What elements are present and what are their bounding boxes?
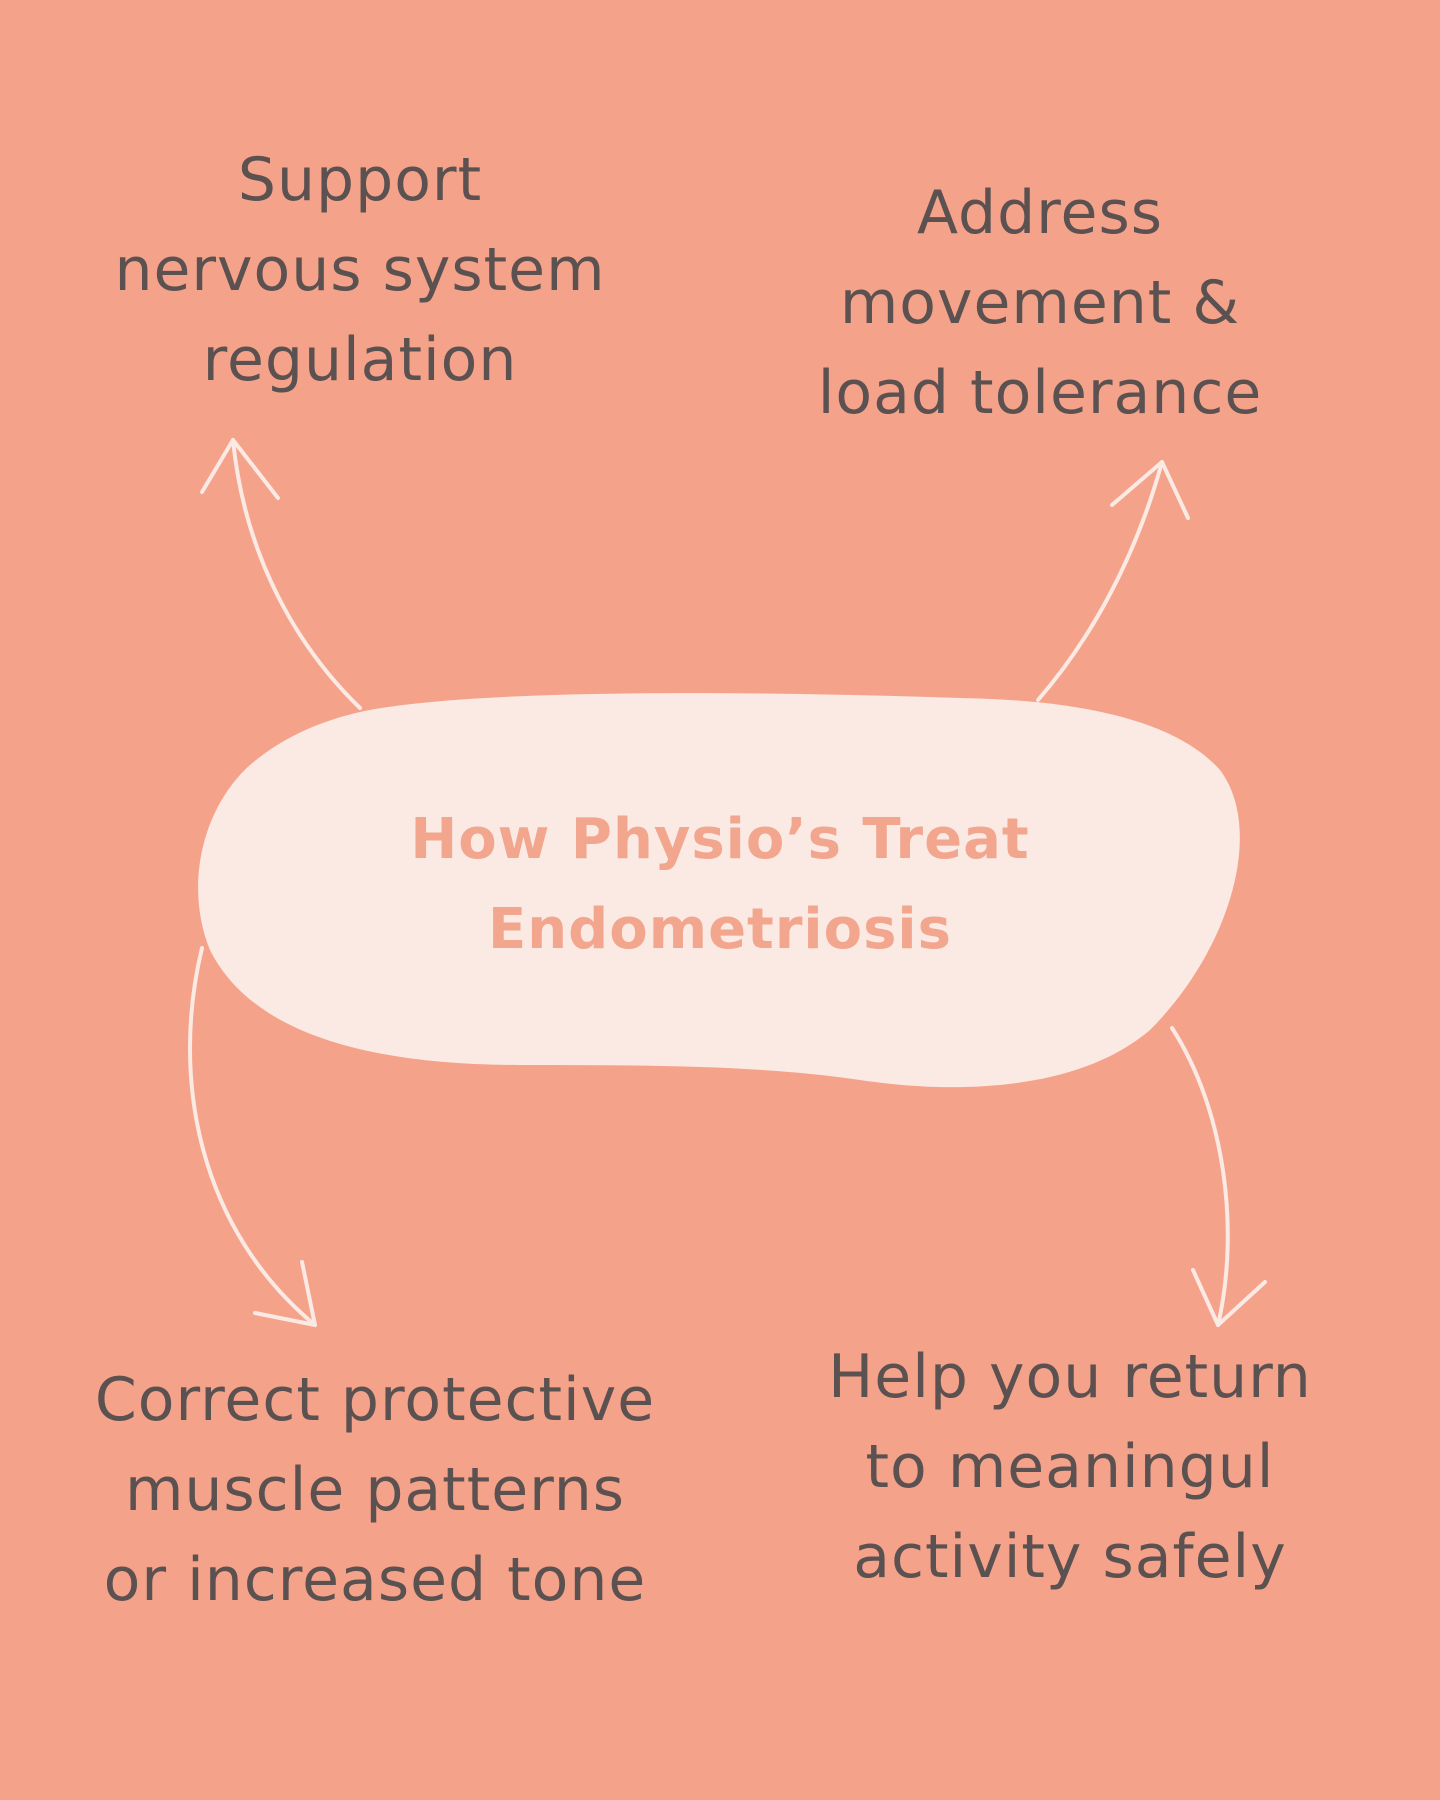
arrow-top-right <box>1036 460 1190 702</box>
arrow-bottom-right <box>1170 1026 1267 1327</box>
branch-line: Address <box>917 178 1163 248</box>
center-title-line: How Physio’s Treat <box>410 807 1030 872</box>
center-title-line: Endometriosis <box>488 897 952 962</box>
branch-line: regulation <box>202 325 518 395</box>
branch-line: muscle patterns <box>124 1455 626 1525</box>
branch-line: activity safely <box>853 1522 1287 1592</box>
arrow-top-left <box>200 438 362 710</box>
branch-bottom-right: Help you return to meaningul activity sa… <box>760 1332 1380 1602</box>
branch-top-right: Address movement & load tolerance <box>740 168 1340 438</box>
arrow-bottom-left <box>187 946 317 1327</box>
branch-line: nervous system <box>114 235 606 305</box>
branch-line: or increased tone <box>103 1545 647 1615</box>
center-blob <box>198 693 1240 1088</box>
branch-top-left: Support nervous system regulation <box>60 135 660 405</box>
branch-bottom-left: Correct protective muscle patterns or in… <box>50 1355 700 1625</box>
center-title: How Physio’s Treat Endometriosis <box>320 795 1120 975</box>
branch-line: to meaningul <box>865 1432 1275 1502</box>
branch-line: load tolerance <box>817 358 1263 428</box>
branch-line: movement & <box>839 268 1241 338</box>
branch-line: Help you return <box>828 1342 1312 1412</box>
branch-line: Correct protective <box>94 1365 656 1435</box>
branch-line: Support <box>237 145 483 215</box>
